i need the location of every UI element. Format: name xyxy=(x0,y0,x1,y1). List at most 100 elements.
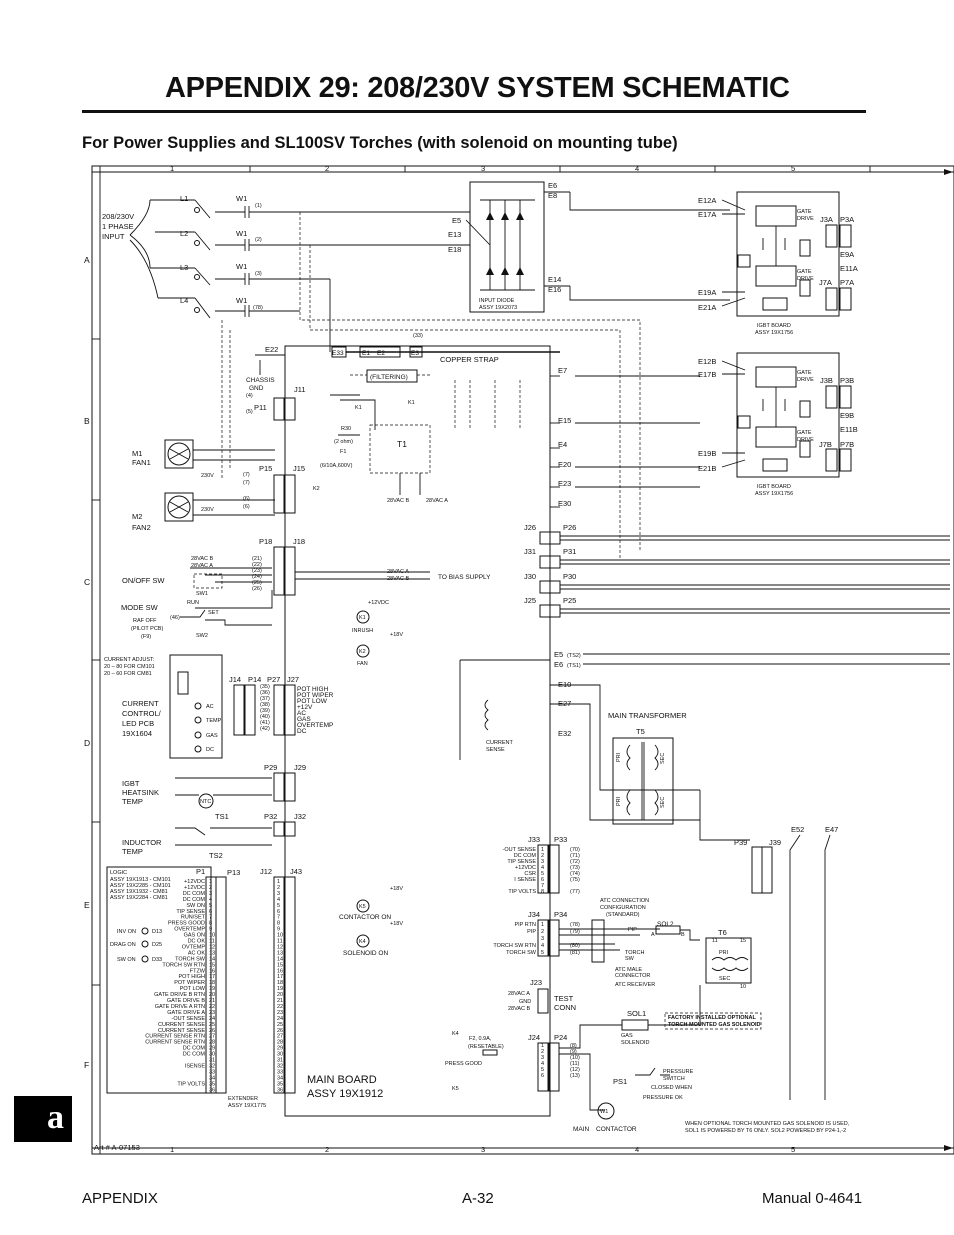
svg-text:20 – 60 FOR CM81: 20 – 60 FOR CM81 xyxy=(104,671,152,677)
svg-text:B: B xyxy=(681,932,685,938)
svg-text:10: 10 xyxy=(740,984,746,990)
svg-text:E19A: E19A xyxy=(698,288,716,297)
svg-text:SEC: SEC xyxy=(719,976,730,982)
svg-text:J18: J18 xyxy=(293,537,305,546)
svg-text:E22: E22 xyxy=(265,345,278,354)
svg-text:28VAC A: 28VAC A xyxy=(426,498,448,504)
svg-text:ASSY 19X1932 - CM81: ASSY 19X1932 - CM81 xyxy=(110,889,168,895)
svg-text:SEC: SEC xyxy=(660,797,666,808)
p13-pin-number: 16 xyxy=(209,968,215,974)
j24-pin-number: 4 xyxy=(541,1061,544,1067)
svg-text:L3: L3 xyxy=(180,263,188,272)
j12-pin-number: 32 xyxy=(277,1063,283,1069)
svg-text:15: 15 xyxy=(740,938,746,944)
current-control-pcb: CURRENT ADJUST: 20 – 80 FOR CM101 20 – 6… xyxy=(104,654,334,759)
row-label-b: B xyxy=(84,416,90,426)
svg-text:W1: W1 xyxy=(236,262,247,271)
svg-text:(78): (78) xyxy=(253,305,263,311)
p13-pin-number: 14 xyxy=(209,956,215,962)
p13-pin-number: 20 xyxy=(209,992,215,998)
p13-pin-number: 18 xyxy=(209,980,215,986)
logic-signal-label: OVERTEMP xyxy=(174,927,205,933)
j34-signal-label: TORCH SW RTN xyxy=(493,943,536,949)
j24-pin-number: 3 xyxy=(541,1055,544,1061)
svg-text:P27: P27 xyxy=(267,675,280,684)
svg-text:SW ON: SW ON xyxy=(117,957,136,963)
svg-text:E27: E27 xyxy=(558,699,571,708)
svg-text:DRIVE: DRIVE xyxy=(797,216,814,222)
j33-pin-number: 3 xyxy=(541,859,544,865)
j33-wire-number: (77) xyxy=(570,889,580,895)
svg-text:(36): (36) xyxy=(260,690,270,696)
j12-pin-number: 33 xyxy=(277,1069,283,1075)
j34-pin-number: 1 xyxy=(541,922,544,928)
svg-text:E15: E15 xyxy=(558,416,571,425)
p13-pin-number: 21 xyxy=(209,998,215,1004)
svg-text:ASSY 19X2073: ASSY 19X2073 xyxy=(479,305,517,311)
svg-text:M2: M2 xyxy=(132,512,142,521)
logic-signal-label: POT HIGH xyxy=(179,974,206,980)
j24-pin-number: 5 xyxy=(541,1067,544,1073)
svg-text:IGBT BOARD: IGBT BOARD xyxy=(757,323,791,329)
svg-text:L1: L1 xyxy=(180,194,188,203)
p13-pin-number: 24 xyxy=(209,1016,215,1022)
j34-wire-number: (78) xyxy=(570,922,580,928)
svg-text:D33: D33 xyxy=(152,957,162,963)
j12-pin-number: 6 xyxy=(277,909,280,915)
frame-arrow-top xyxy=(944,169,953,175)
svg-text:CLOSED WHEN: CLOSED WHEN xyxy=(651,1085,692,1091)
svg-text:P11: P11 xyxy=(254,403,267,412)
svg-text:E1: E1 xyxy=(362,350,370,357)
svg-text:(STANDARD): (STANDARD) xyxy=(606,912,640,918)
svg-text:LED PCB: LED PCB xyxy=(122,719,154,728)
igbt-board-b: E12B E17B E19B E21B GATE DRIVE GATE DRIV… xyxy=(698,352,858,497)
logic-signal-label: GATE DRIVE A RTN xyxy=(155,1004,205,1010)
j33-pin-number: 8 xyxy=(541,889,544,895)
svg-text:A: A xyxy=(651,932,655,938)
svg-text:AC: AC xyxy=(206,704,214,710)
svg-text:INDUCTOR: INDUCTOR xyxy=(122,838,162,847)
svg-text:1 PHASE: 1 PHASE xyxy=(102,222,134,231)
logic-signal-label: POT WIPER xyxy=(174,980,205,986)
logic-signal-label: GAS ON xyxy=(184,933,205,939)
svg-text:E12B: E12B xyxy=(698,357,716,366)
svg-text:MAIN: MAIN xyxy=(573,1126,590,1133)
j33-pin-number: 2 xyxy=(541,853,544,859)
svg-text:GATE: GATE xyxy=(797,370,812,376)
svg-text:(22): (22) xyxy=(252,562,262,568)
svg-text:20 – 80 FOR CM101: 20 – 80 FOR CM101 xyxy=(104,664,155,670)
svg-text:E18: E18 xyxy=(448,245,461,254)
svg-text:EXTENDER: EXTENDER xyxy=(228,1096,258,1102)
svg-text:E21B: E21B xyxy=(698,464,716,473)
svg-text:+18V: +18V xyxy=(390,632,403,638)
svg-text:J7B: J7B xyxy=(819,440,832,449)
svg-text:P34: P34 xyxy=(554,910,567,919)
svg-text:D13: D13 xyxy=(152,929,162,935)
svg-text:CONN: CONN xyxy=(554,1003,576,1012)
svg-text:E11A: E11A xyxy=(840,264,858,273)
svg-text:ASSY 19X2284 - CM81: ASSY 19X2284 - CM81 xyxy=(110,895,168,901)
p13-pin-number: 30 xyxy=(209,1052,215,1058)
p13-pin-number: 15 xyxy=(209,962,215,968)
svg-text:E9A: E9A xyxy=(840,250,854,259)
svg-text:CONTACTOR ON: CONTACTOR ON xyxy=(339,914,391,921)
col-label-3: 3 xyxy=(481,164,485,173)
svg-text:TEMP: TEMP xyxy=(122,797,143,806)
j34-signal-label: PIP xyxy=(527,929,536,935)
j12-pin-number: 34 xyxy=(277,1075,283,1081)
svg-text:ATC MALE: ATC MALE xyxy=(615,967,642,973)
svg-text:+18V: +18V xyxy=(390,886,403,892)
p13-pin-number: 23 xyxy=(209,1010,215,1016)
svg-text:E6: E6 xyxy=(554,660,563,669)
svg-text:POT WIPER: POT WIPER xyxy=(297,692,334,699)
svg-text:28VAC A: 28VAC A xyxy=(191,563,213,569)
logic-board: LOGIC ASSY 19X1913 - CM101 ASSY 19X2285 … xyxy=(106,866,302,1109)
svg-text:E47: E47 xyxy=(825,825,838,834)
row-label-e: E xyxy=(84,900,90,910)
logic-signal-label: DC COM xyxy=(183,897,206,903)
svg-text:FAN2: FAN2 xyxy=(132,523,151,532)
svg-text:IGBT BOARD: IGBT BOARD xyxy=(757,484,791,490)
j24-wire-number: (8) xyxy=(570,1043,577,1049)
col-label-4-bottom: 4 xyxy=(635,1145,639,1154)
